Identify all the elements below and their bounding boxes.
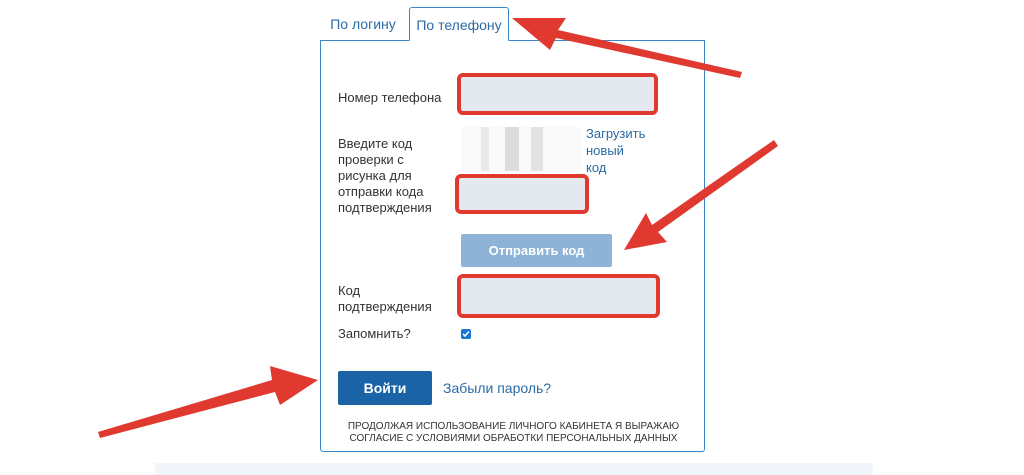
reload-captcha-line: новый (586, 143, 624, 158)
captcha-label: Введите код проверки с рисунка для отпра… (338, 136, 432, 216)
consent-line: СОГЛАСИЕ С УСЛОВИЯМИ ОБРАБОТКИ ПЕРСОНАЛЬ… (349, 433, 678, 444)
confirm-code-label: Код подтверждения (338, 283, 432, 315)
check-icon (462, 331, 470, 338)
phone-field-highlight (457, 73, 658, 115)
captcha-label-line: проверки с (338, 152, 404, 167)
phone-label: Номер телефона (338, 90, 442, 105)
phone-login-form: Номер телефона Введите код проверки с ри… (320, 40, 705, 452)
arrow-to-login-button-icon (98, 366, 318, 438)
captcha-field-highlight (455, 174, 589, 214)
confirm-code-label-line: Код (338, 283, 361, 298)
send-code-button[interactable]: Отправить код (461, 234, 612, 267)
captcha-label-line: рисунка для (338, 168, 412, 183)
consent-line: ПРОДОЛЖАЯ ИСПОЛЬЗОВАНИЕ ЛИЧНОГО КАБИНЕТА… (347, 421, 680, 432)
forgot-password-link[interactable]: Забыли пароль? (443, 380, 552, 396)
phone-input[interactable] (461, 77, 654, 111)
confirm-code-input[interactable] (461, 278, 656, 314)
remember-checkbox[interactable] (461, 329, 471, 339)
remember-label: Запомнить? (338, 326, 411, 341)
consent-notice: ПРОДОЛЖАЯ ИСПОЛЬЗОВАНИЕ ЛИЧНОГО КАБИНЕТА… (333, 421, 694, 445)
reload-captcha-line: Загрузить (586, 126, 646, 141)
captcha-label-line: отправки кода (338, 184, 424, 199)
captcha-label-line: Введите код (338, 136, 413, 151)
confirm-code-label-line: подтверждения (338, 299, 432, 314)
reload-captcha-line: код (586, 160, 607, 175)
captcha-image (461, 127, 581, 171)
tab-by-login[interactable]: По логину (330, 16, 396, 32)
captcha-label-line: подтверждения (338, 200, 432, 215)
captcha-input[interactable] (459, 178, 585, 210)
confirm-field-highlight (457, 274, 660, 318)
page-footer-strip (155, 463, 873, 475)
tab-by-phone[interactable]: По телефону (409, 7, 509, 41)
reload-captcha-link[interactable]: Загрузить новый код (586, 125, 666, 176)
login-button[interactable]: Войти (338, 371, 432, 405)
